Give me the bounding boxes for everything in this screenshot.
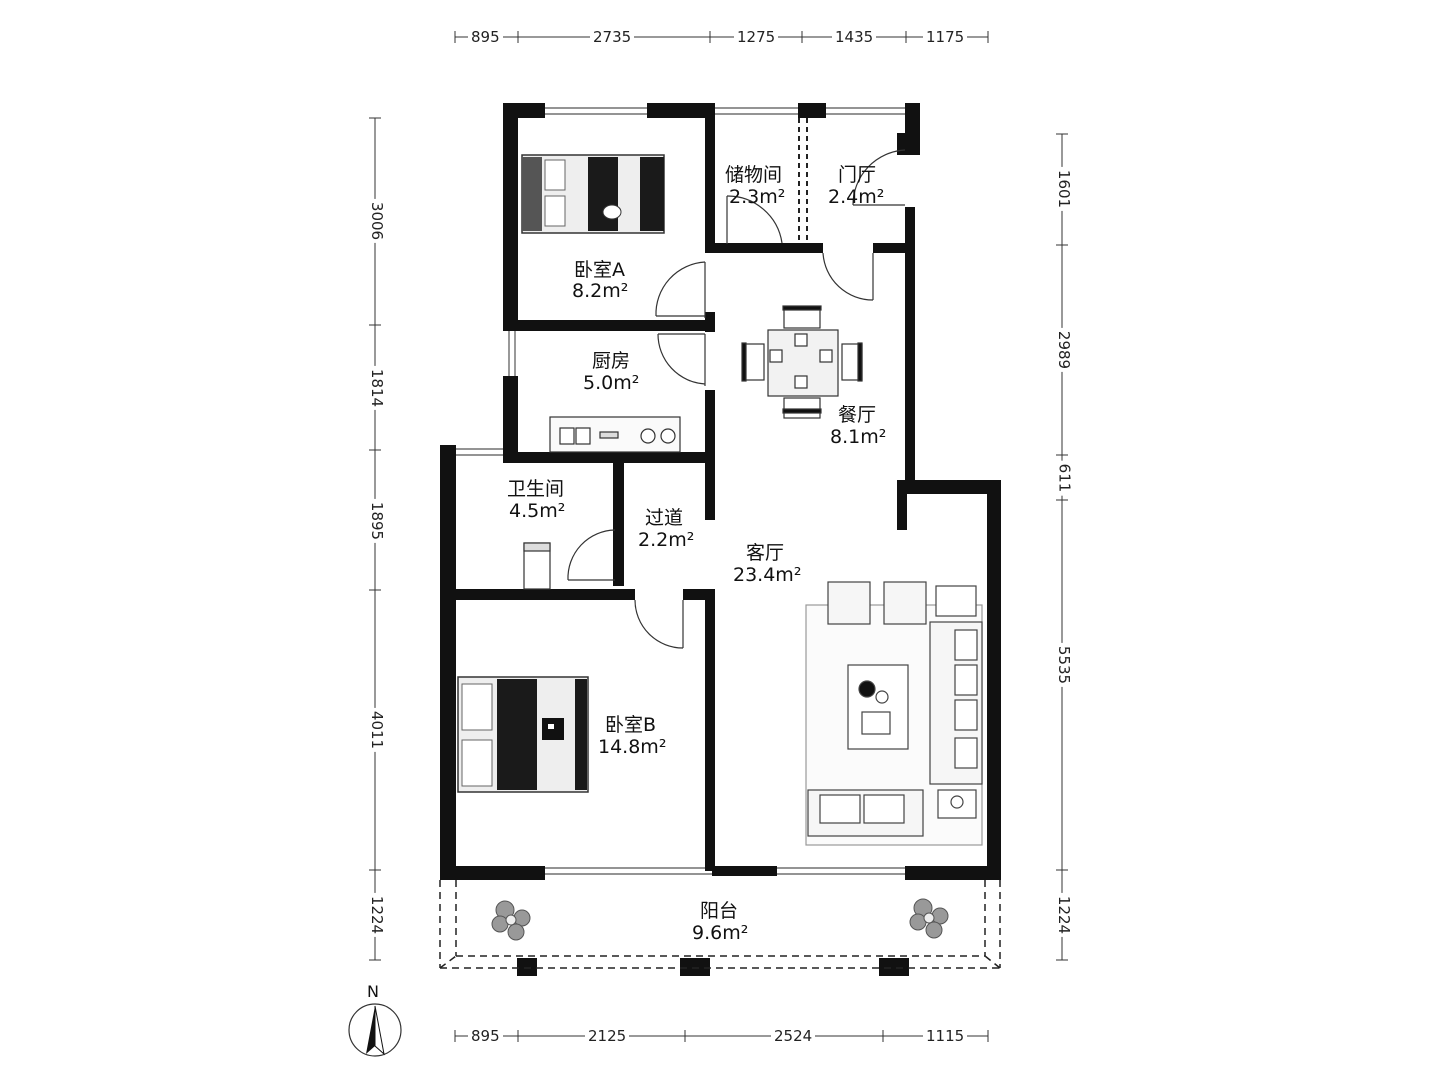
walls: [440, 103, 1001, 976]
dim-right-5: 1224: [1055, 892, 1074, 938]
room-area-balcony: 9.6m²: [692, 922, 749, 944]
dim-top-4: 1435: [832, 28, 877, 46]
room-area-bedroom-b: 14.8m²: [598, 736, 667, 758]
plant-right: [909, 898, 949, 939]
dim-left-1: 3006: [368, 198, 387, 244]
dim-bottom-3: 2524: [771, 1027, 816, 1045]
room-name-bedroom-b: 卧室B: [605, 714, 657, 736]
dim-top-3: 1275: [734, 28, 779, 46]
dim-top-2: 2735: [590, 28, 635, 46]
room-name-corridor: 过道: [645, 507, 684, 529]
room-name-bathroom: 卫生间: [507, 478, 565, 500]
room-name-dining: 餐厅: [838, 404, 877, 426]
dim-right-1: 1601: [1055, 166, 1074, 212]
dim-right-2: 2989: [1055, 327, 1074, 373]
dim-right-4: 5535: [1055, 642, 1074, 688]
room-area-corridor: 2.2m²: [638, 529, 695, 551]
living-furniture: [805, 581, 983, 846]
bathroom-fixture: [523, 542, 551, 590]
room-area-kitchen: 5.0m²: [583, 372, 640, 394]
dim-bottom-2: 2125: [585, 1027, 630, 1045]
bed-bedroom-a: [521, 154, 665, 234]
dimension-ticks: [369, 31, 1068, 1042]
plant-left: [491, 900, 531, 941]
room-area-bathroom: 4.5m²: [509, 500, 566, 522]
bed-bedroom-b: [457, 676, 589, 793]
room-name-balcony: 阳台: [700, 900, 739, 922]
compass-icon: [348, 1003, 402, 1057]
dining-table: [741, 305, 863, 419]
dim-left-5: 1224: [368, 892, 387, 938]
room-name-kitchen: 厨房: [592, 350, 631, 372]
dim-bottom-4: 1115: [923, 1027, 968, 1045]
room-name-foyer: 门厅: [838, 164, 877, 186]
kitchen-counter: [549, 416, 681, 453]
room-area-living: 23.4m²: [733, 564, 802, 586]
dimension-lines: [374, 36, 1063, 1037]
compass-north-label: N: [367, 982, 379, 1001]
room-area-foyer: 2.4m²: [828, 186, 885, 208]
dim-top-1: 895: [468, 28, 503, 46]
room-area-storage: 2.3m²: [729, 186, 786, 208]
dim-right-3: 611: [1055, 460, 1074, 496]
dim-left-3: 1895: [368, 498, 387, 544]
dashed-partition: [798, 118, 808, 243]
room-area-bedroom-a: 8.2m²: [572, 280, 629, 302]
door-swings: [567, 149, 906, 649]
dim-left-2: 1814: [368, 365, 387, 411]
room-name-storage: 储物间: [725, 164, 783, 186]
dim-bottom-1: 895: [468, 1027, 503, 1045]
room-name-living: 客厅: [746, 542, 785, 564]
dim-left-4: 4011: [368, 707, 387, 753]
dim-top-5: 1175: [923, 28, 968, 46]
room-name-bedroom-a: 卧室A: [574, 259, 625, 281]
balcony-outline: [439, 880, 1001, 969]
room-area-dining: 8.1m²: [830, 426, 887, 448]
